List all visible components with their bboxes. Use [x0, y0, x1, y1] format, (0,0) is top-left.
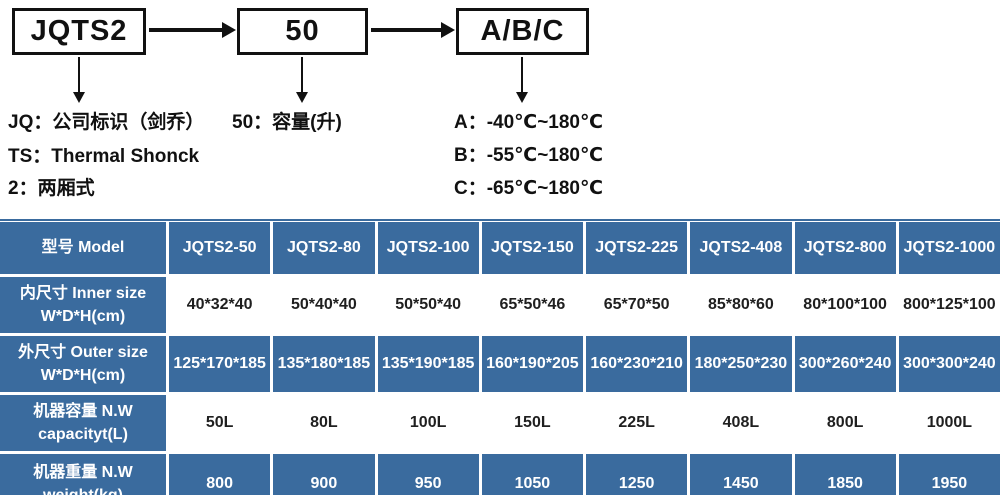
weight-label-cell: 机器重量 N.W weight(kg): [0, 454, 166, 495]
capacity-value-cell: 800L: [794, 395, 896, 451]
capacity-value-cell: 1000L: [898, 395, 1000, 451]
down-arrow-icon: [301, 57, 303, 92]
note-temp-range-c: C：-65℃~180℃: [454, 178, 603, 199]
capacity-value-cell: 100L: [377, 395, 479, 451]
outer-size-value-cell: 135*190*185: [377, 336, 479, 392]
inner-size-value-cell: 40*32*40: [169, 277, 271, 333]
spec-table: 型号 Model JQTS2-50 JQTS2-80 JQTS2-100 JQT…: [0, 219, 1000, 495]
model-name-cell: JQTS2-100: [377, 222, 479, 274]
weight-value-cell: 1050: [481, 454, 583, 495]
model-name-cell: JQTS2-800: [794, 222, 896, 274]
inner-size-value-cell: 50*50*40: [377, 277, 479, 333]
capacity-value-cell: 80L: [273, 395, 375, 451]
note-temp-range-a: A：-40℃~180℃: [454, 112, 603, 133]
row-label-en: capacityt(L): [38, 426, 128, 443]
model-name-cell: JQTS2-408: [690, 222, 792, 274]
capacity-value-cell: 50L: [169, 395, 271, 451]
model-name-cell: JQTS2-225: [586, 222, 688, 274]
note-capacity: 50：容量(升): [232, 112, 342, 133]
down-arrow-icon: [521, 57, 523, 92]
down-arrow-icon: [78, 57, 80, 92]
right-arrow-icon: [149, 28, 222, 32]
inner-size-value-cell: 80*100*100: [794, 277, 896, 333]
capacity-label-cell: 机器容量 N.W capacityt(L): [0, 395, 166, 451]
row-label-en: W*D*H(cm): [40, 367, 126, 384]
weight-value-cell: 1250: [586, 454, 688, 495]
outer-size-value-cell: 300*260*240: [794, 336, 896, 392]
model-prefix-label: JQTS2: [30, 15, 128, 47]
row-label-zh: 内尺寸 Inner size: [19, 284, 147, 302]
capacity-code-box: 50: [237, 8, 368, 55]
capacity-value-cell: 225L: [586, 395, 688, 451]
outer-size-value-cell: 125*170*185: [169, 336, 271, 392]
inner-size-value-cell: 85*80*60: [690, 277, 792, 333]
outer-size-value-cell: 300*300*240: [898, 336, 1000, 392]
model-prefix-box: JQTS2: [12, 8, 146, 55]
capacity-value-cell: 408L: [690, 395, 792, 451]
outer-size-label-cell: 外尺寸 Outer size W*D*H(cm): [0, 336, 166, 392]
inner-size-value-cell: 65*70*50: [586, 277, 688, 333]
weight-value-cell: 1950: [898, 454, 1000, 495]
inner-size-label-cell: 内尺寸 Inner size W*D*H(cm): [0, 277, 166, 333]
weight-value-cell: 1850: [794, 454, 896, 495]
capacity-code-label: 50: [285, 15, 320, 47]
model-header-cell: 型号 Model: [0, 222, 166, 274]
inner-size-value-cell: 50*40*40: [273, 277, 375, 333]
model-name-cell: JQTS2-50: [169, 222, 271, 274]
inner-size-value-cell: 65*50*46: [481, 277, 583, 333]
weight-value-cell: 900: [273, 454, 375, 495]
model-name-cell: JQTS2-1000: [898, 222, 1000, 274]
capacity-value-cell: 150L: [481, 395, 583, 451]
note-company-id: JQ：公司标识（剑乔）: [8, 112, 205, 133]
row-label-zh: 机器容量 N.W: [33, 402, 133, 420]
model-code-diagram: JQTS2 50 A/B/C JQ：公司标识（剑乔） TS：Thermal Sh…: [0, 0, 1000, 218]
row-label-zh: 外尺寸 Outer size: [18, 343, 148, 361]
right-arrow-icon: [371, 28, 441, 32]
row-label-en: W*D*H(cm): [40, 308, 126, 325]
temp-class-label: A/B/C: [480, 15, 565, 47]
weight-value-cell: 800: [169, 454, 271, 495]
note-temp-range-b: B：-55℃~180℃: [454, 145, 603, 166]
model-name-cell: JQTS2-150: [481, 222, 583, 274]
weight-value-cell: 950: [377, 454, 479, 495]
note-two-zone: 2：两厢式: [8, 178, 95, 199]
outer-size-value-cell: 160*230*210: [586, 336, 688, 392]
model-header-label: 型号 Model: [41, 239, 125, 257]
weight-value-cell: 1450: [690, 454, 792, 495]
temp-class-box: A/B/C: [456, 8, 589, 55]
outer-size-value-cell: 160*190*205: [481, 336, 583, 392]
model-name-cell: JQTS2-80: [273, 222, 375, 274]
note-thermal-shock: TS：Thermal Shonck: [8, 146, 200, 167]
outer-size-value-cell: 180*250*230: [690, 336, 792, 392]
row-label-en: weight(kg): [43, 484, 123, 495]
row-label-zh: 机器重量 N.W: [33, 463, 133, 481]
outer-size-value-cell: 135*180*185: [273, 336, 375, 392]
inner-size-value-cell: 800*125*100: [898, 277, 1000, 333]
